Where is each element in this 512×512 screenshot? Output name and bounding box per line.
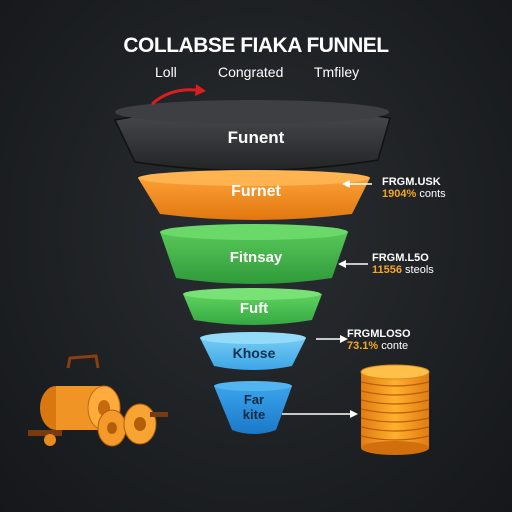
stage-label: Fuft (239, 300, 269, 317)
annotation-2: FRGM.L5O 11556 steols (372, 252, 434, 276)
stage-label: Khose (232, 345, 276, 361)
subtitle-right: Tmfiley (314, 64, 360, 80)
funnel-stage-4 (183, 288, 322, 325)
subtitle-middle: Congrated (218, 64, 284, 80)
funnel-stage-1 (113, 100, 391, 172)
page-title: COLLABSE FIAKA FUNNEL (123, 34, 389, 57)
annotation-percent: 1904% (382, 188, 417, 200)
annotation-desc: conts (419, 188, 446, 200)
annotation-title: FRGM.L5O (372, 252, 429, 264)
annotation-percent: 11556 (372, 264, 402, 276)
annotation-desc: conte (381, 340, 409, 352)
stage-label: Funent (227, 128, 285, 147)
funnel-stage-2 (138, 170, 370, 220)
annotation-desc: steols (405, 264, 434, 276)
stage-label: Far kite (242, 392, 266, 422)
annotation-title: FRGM.USK (382, 176, 441, 188)
funnel-stage-3 (160, 224, 348, 284)
arrow-icon (338, 260, 368, 268)
roller-machine-icon (28, 354, 168, 447)
annotation-percent: 73.1% (347, 340, 379, 352)
curved-arrow-icon (151, 84, 206, 106)
annotation-3: FRGMLOSO 73.1% conte (347, 328, 411, 352)
funnel-stage-5 (200, 332, 306, 370)
subtitle-left: Loll (155, 64, 177, 80)
stage-label: Furnet (231, 183, 281, 200)
annotation-title: FRGMLOSO (347, 328, 411, 340)
funnel-stage-6 (214, 381, 292, 434)
coin-stack-icon (360, 364, 430, 455)
arrow-icon (282, 410, 358, 418)
stage-label: Fitnsay (229, 249, 283, 266)
annotation-1: FRGM.USK 1904% conts (382, 176, 446, 200)
arrow-icon (342, 180, 372, 188)
arrow-icon (316, 335, 348, 343)
